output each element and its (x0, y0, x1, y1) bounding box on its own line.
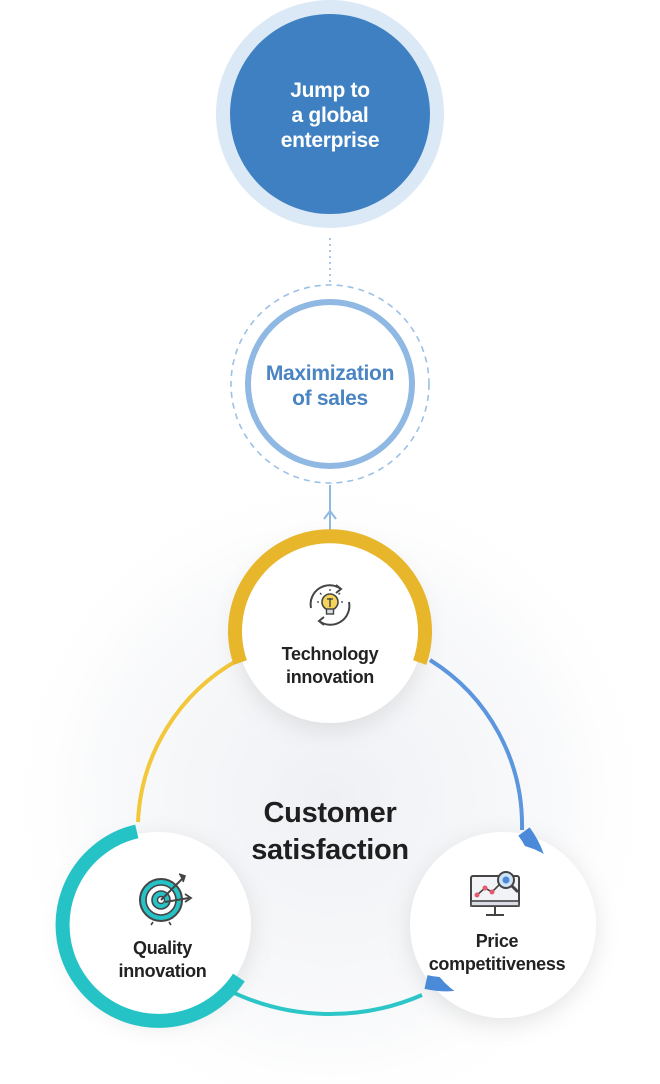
price-label: Price competitiveness (428, 931, 566, 974)
technology-label: Technology innovation (281, 644, 379, 687)
goal-label: Jump to a global enterprise (280, 79, 380, 152)
sales-dashed-ring (230, 284, 430, 484)
lightbulb-cycle-icon (309, 584, 351, 626)
quality-label: Quality innovation (118, 938, 207, 981)
arc-blue (428, 658, 525, 831)
tech-ring-arc (228, 529, 432, 665)
arrow-head-icon (323, 509, 337, 520)
arc-yellow (136, 658, 239, 823)
goal-circle (230, 14, 430, 214)
center-label: Customer satisfaction (251, 797, 409, 866)
target-arrows-icon (139, 873, 193, 926)
sales-label: Maximization of sales (265, 362, 395, 410)
sales-circle (245, 299, 415, 469)
quality-ring-arc (55, 824, 245, 1028)
arc-cyan (227, 988, 423, 1016)
monitor-analytics-icon (470, 871, 520, 916)
